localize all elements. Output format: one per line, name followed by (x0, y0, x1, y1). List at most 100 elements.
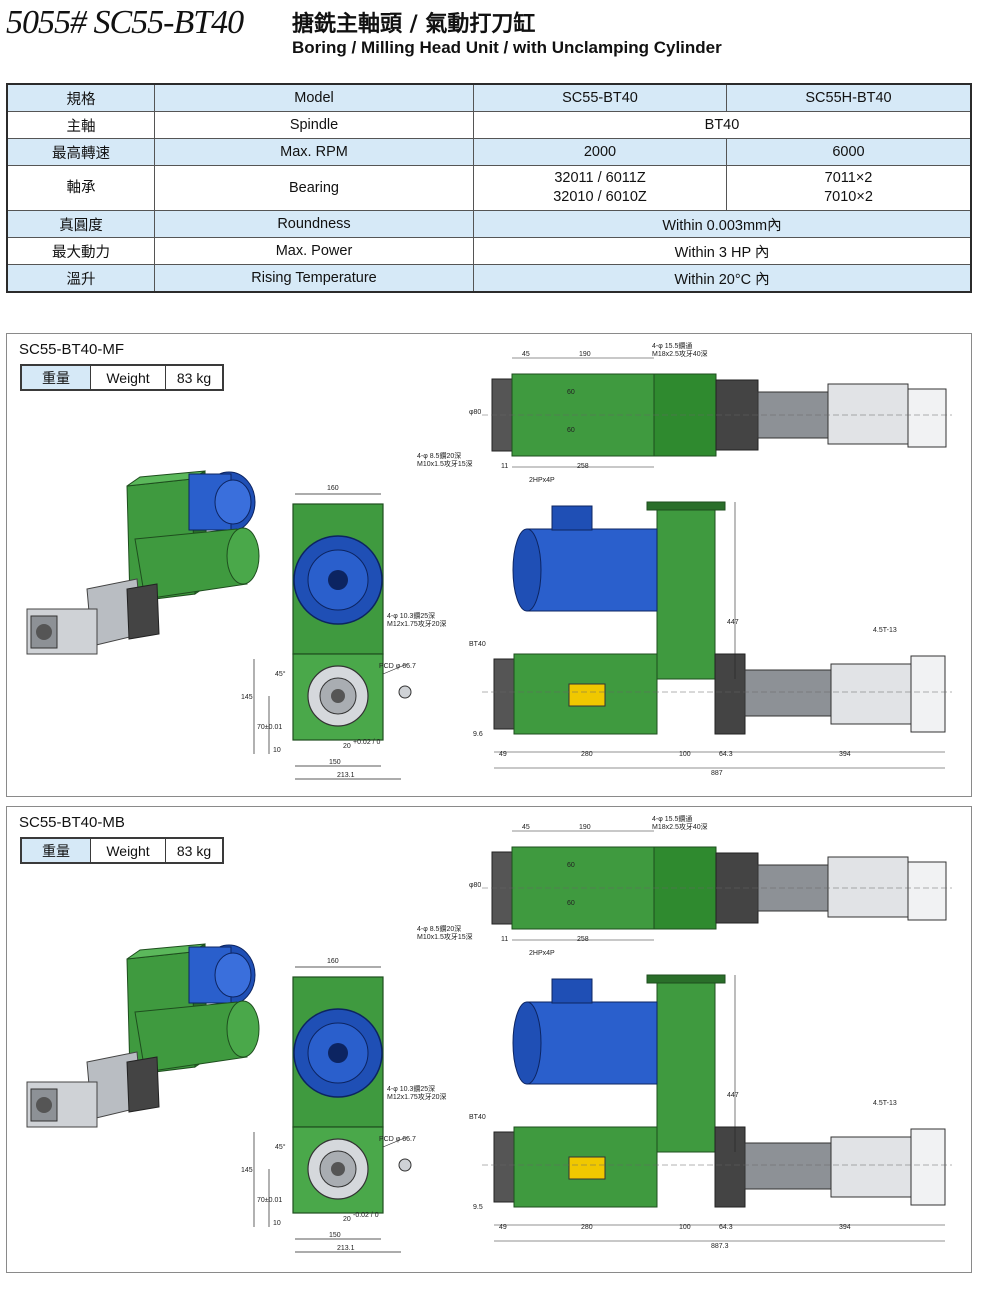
dim-label: 9.5 (473, 1204, 483, 1211)
cell-label-en: Max. Power (154, 237, 474, 265)
weight-label-zh: 重量 (20, 837, 91, 864)
dim-label: 9.6 (473, 731, 483, 738)
panel-model-name: SC55-BT40-MF (19, 341, 125, 358)
dim-label: 20 (343, 743, 351, 750)
cell-value: SC55-BT40 (473, 83, 727, 112)
weight-value: 83 kg (165, 364, 224, 391)
dim-label: 10 (273, 1220, 281, 1227)
dim-label: 280 (581, 751, 593, 758)
cell-value: 6000 (726, 138, 972, 166)
dim-label: -0.02 / 0 (353, 1212, 379, 1219)
cell-label-en: Bearing (154, 165, 474, 211)
weight-label-zh: 重量 (20, 364, 91, 391)
dim-label: 258 (577, 463, 589, 470)
dim-label: PCD φ 66.7 (379, 1136, 416, 1143)
cell-value: SC55H-BT40 (726, 83, 972, 112)
dim-label: M18x2.5攻牙40深 (652, 822, 708, 831)
top-view (482, 830, 952, 941)
dim-label: 394 (839, 1224, 851, 1231)
cell-label-zh: 規格 (6, 83, 155, 112)
dim-label: 4-φ 10.3鑽25深 (387, 611, 435, 620)
cell-value: Within 3 HP 內 (473, 237, 972, 265)
table-row: 規格 Model SC55-BT40 SC55H-BT40 (6, 83, 972, 112)
dim-label: 394 (839, 751, 851, 758)
cell-label-en: Rising Temperature (154, 264, 474, 293)
dim-label: M10x1.5攻牙15深 (417, 459, 473, 468)
side-view (482, 974, 952, 1242)
spec-table: 規格 Model SC55-BT40 SC55H-BT40 主軸 Spindle… (6, 83, 972, 293)
dim-label: 49 (499, 1224, 507, 1231)
cell-value: 32011 / 6011Z 32010 / 6010Z (473, 165, 727, 211)
dim-label: φ80 (469, 409, 481, 416)
dim-label: 11 (501, 936, 508, 943)
dim-label: 49 (499, 751, 507, 758)
dim-label: 64.3 (719, 751, 733, 758)
cell-label-en: Roundness (154, 210, 474, 238)
dim-label: 70±0.01 (257, 724, 282, 731)
dim-label: 4-φ 15.5鑽通 (652, 814, 692, 823)
weight-label-en: Weight (90, 364, 166, 391)
cell-value: 7011×2 7010×2 (726, 165, 972, 211)
table-row: 最高轉速 Max. RPM 2000 6000 (6, 138, 972, 166)
cell-value: Within 20°C 內 (473, 264, 972, 293)
dim-label: 10 (273, 747, 281, 754)
dim-label: 60 (567, 427, 575, 434)
dim-label: 150 (329, 1232, 341, 1239)
front-view (253, 966, 412, 1253)
page-header: 5055# SC55-BT40 搪銑主軸頭 / 氣動打刀缸 Boring / M… (6, 4, 982, 64)
cell-label-zh: 溫升 (6, 264, 155, 293)
cell-label-zh: 最高轉速 (6, 138, 155, 166)
dim-label: M12x1.75攻牙20深 (387, 619, 447, 628)
cell-label-zh: 軸承 (6, 165, 155, 211)
dim-label: 4-φ 15.5鑽通 (652, 341, 692, 350)
bearing-value: 7011×2 (824, 170, 873, 186)
technical-drawing: 45 190 4-φ 15.5鑽通 M18x2.5攻牙40深 φ80 60 60… (26, 341, 952, 780)
front-view (253, 493, 412, 780)
cell-label-en: Spindle (154, 111, 474, 139)
dim-label: PCD φ 66.7 (379, 663, 416, 670)
dim-label: 45° (275, 670, 286, 678)
dim-label: 11 (501, 463, 508, 470)
dim-label: 145 (241, 1167, 253, 1174)
panel-model-name: SC55-BT40-MB (19, 814, 125, 831)
dimension-labels: 45 190 4-φ 15.5鑽通 M18x2.5攻牙40深 φ80 60 60… (241, 341, 897, 779)
cell-label-en: Model (154, 83, 474, 112)
isometric-view (26, 470, 260, 655)
dim-label: 447 (727, 619, 739, 626)
dim-label: 4.5T-13 (873, 627, 897, 634)
dim-label: 45 (522, 351, 530, 358)
dim-label: 2HPx4P (529, 950, 555, 957)
weight-table: 重量 Weight 83 kg (20, 364, 224, 391)
dim-label: 213.1 (337, 772, 355, 779)
dim-label: 64.3 (719, 1224, 733, 1231)
product-panel-2: 45 190 4-φ 15.5鑽通 M18x2.5攻牙40深 φ80 60 60… (6, 806, 972, 1273)
dim-label: 160 (327, 485, 339, 492)
cell-label-zh: 真圓度 (6, 210, 155, 238)
dim-label: BT40 (469, 1114, 486, 1121)
weight-label-en: Weight (90, 837, 166, 864)
dim-label: φ80 (469, 882, 481, 889)
cell-value: 2000 (473, 138, 727, 166)
table-row: 溫升 Rising Temperature Within 20°C 內 (6, 264, 972, 293)
dim-label: 887 (711, 770, 723, 777)
dim-label: 213.1 (337, 1245, 355, 1252)
dim-label: 60 (567, 900, 575, 907)
dim-label: 45° (275, 1143, 286, 1151)
dim-label: 2HPx4P (529, 477, 555, 484)
dim-label: M10x1.5攻牙15深 (417, 932, 473, 941)
dim-label: 60 (567, 862, 575, 869)
table-row: 最大動力 Max. Power Within 3 HP 內 (6, 237, 972, 265)
dim-label: 190 (579, 351, 591, 358)
dim-label: 150 (329, 759, 341, 766)
cell-value: Within 0.003mm內 (473, 210, 972, 238)
title-chinese: 搪銑主軸頭 / 氣動打刀缸 (292, 12, 536, 37)
dim-label: 258 (577, 936, 589, 943)
table-row: 主軸 Spindle BT40 (6, 111, 972, 139)
dim-label: 100 (679, 1224, 691, 1231)
product-panel-1: 45 190 4-φ 15.5鑽通 M18x2.5攻牙40深 φ80 60 60… (6, 333, 972, 797)
isometric-view (26, 943, 260, 1128)
table-row: 軸承 Bearing 32011 / 6011Z 32010 / 6010Z 7… (6, 165, 972, 211)
dim-label: M18x2.5攻牙40深 (652, 349, 708, 358)
dim-label: 160 (327, 958, 339, 965)
title-english: Boring / Milling Head Unit / with Unclam… (292, 38, 722, 57)
